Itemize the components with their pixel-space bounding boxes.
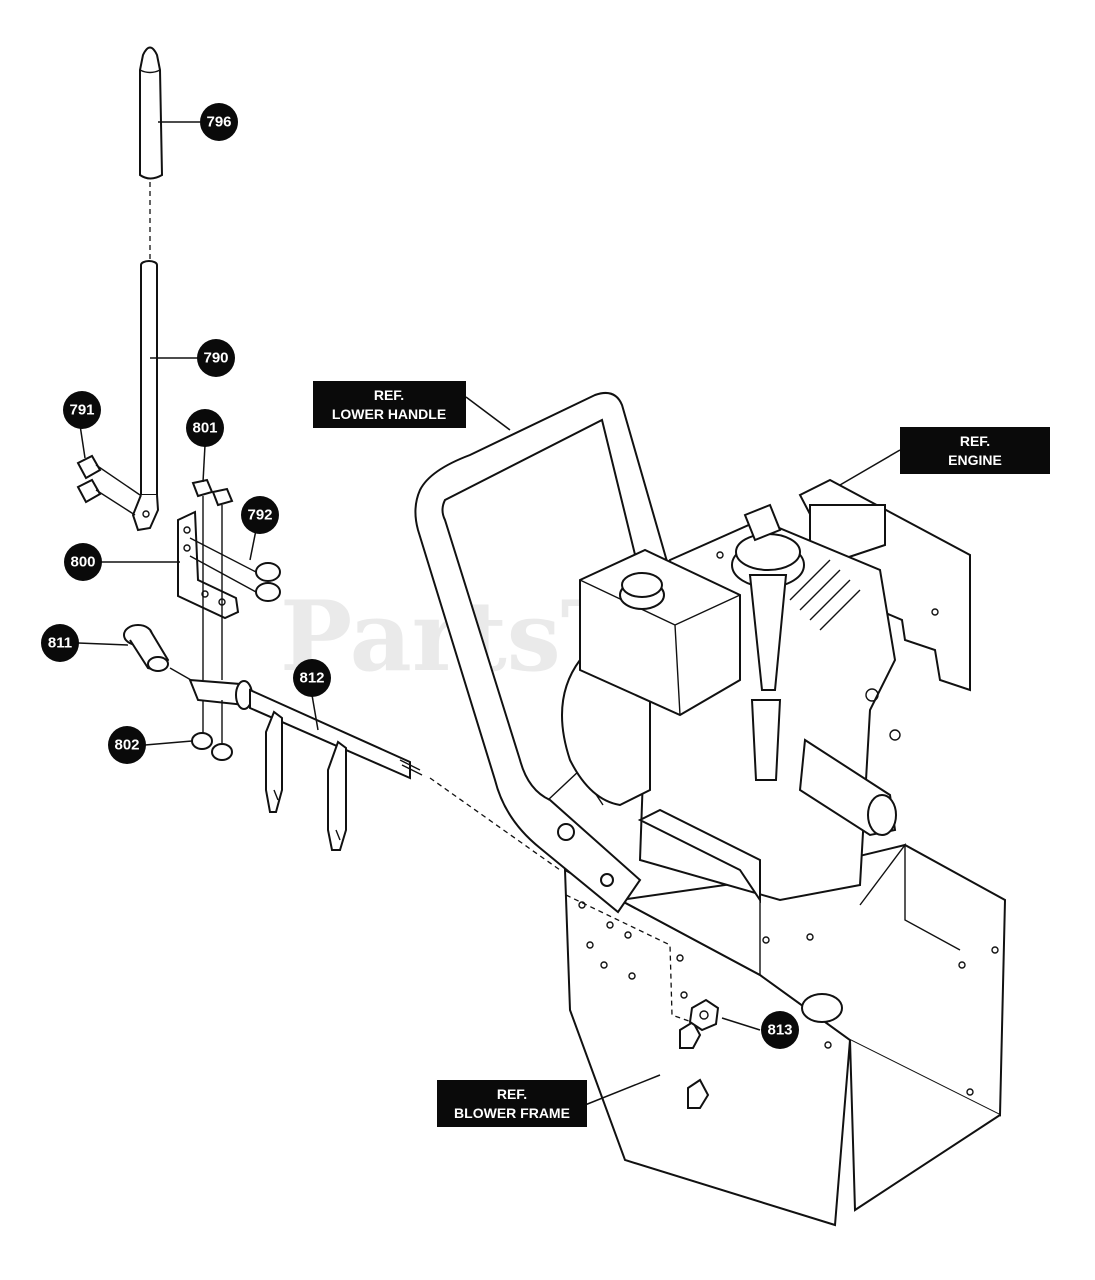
part-label-800[interactable]: 800: [64, 543, 102, 581]
shift-knob-icon: [139, 46, 164, 180]
svg-text:790: 790: [203, 350, 228, 367]
svg-text:800: 800: [70, 554, 95, 571]
ref-lower-handle: REF. LOWER HANDLE: [313, 381, 466, 428]
svg-text:LOWER HANDLE: LOWER HANDLE: [332, 406, 446, 422]
shift-rod-icon: [131, 260, 160, 532]
part-label-812[interactable]: 812: [293, 659, 331, 697]
svg-text:801: 801: [192, 420, 217, 437]
part-label-791[interactable]: 791: [63, 391, 101, 429]
bolt-icon: [191, 478, 234, 680]
svg-text:812: 812: [299, 670, 324, 687]
svg-text:REF.: REF.: [960, 433, 990, 449]
nut-icon: [191, 700, 233, 761]
svg-text:792: 792: [247, 507, 272, 524]
svg-text:813: 813: [767, 1022, 792, 1039]
ref-engine: REF. ENGINE: [900, 427, 1050, 474]
part-label-801[interactable]: 801: [186, 409, 224, 447]
svg-text:796: 796: [206, 114, 231, 131]
part-label-811[interactable]: 811: [41, 624, 79, 662]
svg-text:811: 811: [48, 635, 72, 652]
nut-icon: [189, 537, 281, 602]
svg-text:REF.: REF.: [374, 387, 404, 403]
svg-text:REF.: REF.: [497, 1086, 527, 1102]
bracket-icon: [177, 510, 240, 620]
part-label-790[interactable]: 790: [197, 339, 235, 377]
part-label-813[interactable]: 813: [761, 1011, 799, 1049]
bushing-icon: [123, 624, 170, 672]
leader-lines: [77, 121, 901, 1106]
part-label-802[interactable]: 802: [108, 726, 146, 764]
bolt-icon: [76, 454, 141, 516]
shift-shaft-icon: [188, 678, 561, 871]
handle-icon: [414, 392, 670, 914]
part-label-792[interactable]: 792: [241, 496, 279, 534]
nut-icon: [688, 998, 720, 1032]
ref-blower-frame: REF. BLOWER FRAME: [437, 1080, 587, 1127]
blower-frame-icon: [563, 842, 1007, 1227]
svg-text:ENGINE: ENGINE: [948, 452, 1002, 468]
engine-icon: [561, 478, 971, 904]
svg-text:791: 791: [69, 402, 94, 419]
svg-text:BLOWER FRAME: BLOWER FRAME: [454, 1105, 570, 1121]
part-label-796[interactable]: 796: [200, 103, 238, 141]
svg-text:802: 802: [114, 737, 139, 754]
